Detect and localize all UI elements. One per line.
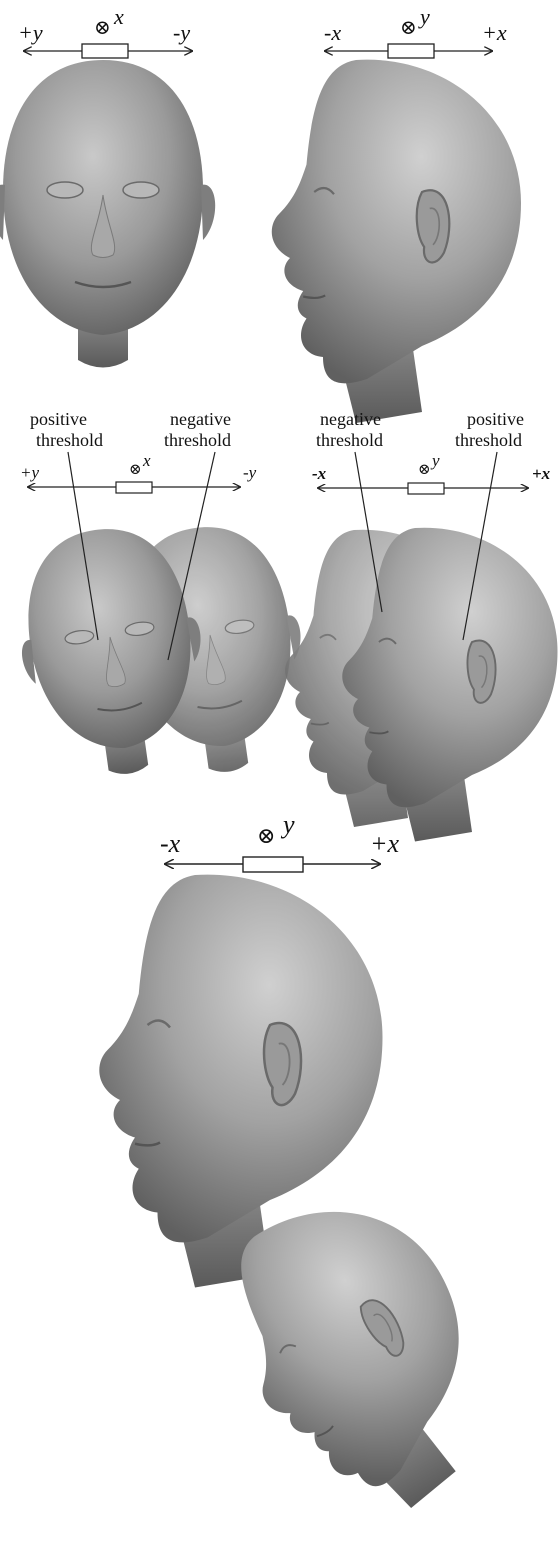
panel2-left: positive threshold negative threshold +y…: [6, 409, 318, 786]
into-page-symbol: ⊗: [400, 17, 417, 39]
axis-label-left: -x: [324, 20, 341, 45]
axis-label-left: +y: [18, 20, 43, 45]
into-axis-label: y: [418, 4, 430, 29]
axis-label-right: +x: [482, 20, 507, 45]
front-head: [0, 60, 215, 368]
axis-box: [408, 483, 444, 494]
axis-label-left: -x: [160, 829, 181, 858]
positive-threshold-label-line2: threshold: [36, 430, 103, 450]
into-page-symbol: ⊗: [129, 462, 142, 478]
negative-threshold-label-line2: threshold: [316, 430, 383, 450]
axis-label-right: +x: [370, 829, 400, 858]
positive-threshold-label-line1: positive: [30, 409, 87, 429]
panel1-right: -x +x ⊗ y: [272, 4, 521, 423]
positive-threshold-label-line2: threshold: [455, 430, 522, 450]
side-head: [272, 60, 521, 423]
into-page-symbol: ⊗: [94, 17, 111, 39]
negative-threshold-label-line2: threshold: [164, 430, 231, 450]
positive-threshold-label-line1: positive: [467, 409, 524, 429]
panel1-left: +y -y ⊗ x: [0, 4, 215, 368]
axis-box: [388, 44, 434, 58]
axis-box: [82, 44, 128, 58]
panel2-right: negative threshold positive threshold -x…: [285, 409, 557, 842]
into-axis-label: x: [142, 451, 151, 470]
axis-label-right: -y: [243, 463, 257, 482]
axis-box: [116, 482, 152, 493]
axis-box: [243, 857, 303, 872]
negative-threshold-label-line1: negative: [170, 409, 231, 429]
into-page-symbol: ⊗: [418, 462, 431, 478]
negative-threshold-label-line1: negative: [320, 409, 381, 429]
axis-label-right: -y: [173, 20, 190, 45]
into-axis-label: y: [430, 451, 440, 470]
axis-label-right: +x: [532, 464, 551, 483]
into-axis-label: y: [280, 810, 295, 839]
axis-label-left: +y: [20, 463, 39, 482]
into-axis-label: x: [113, 4, 124, 29]
into-page-symbol: ⊗: [257, 823, 275, 848]
axis-label-left: -x: [312, 464, 327, 483]
